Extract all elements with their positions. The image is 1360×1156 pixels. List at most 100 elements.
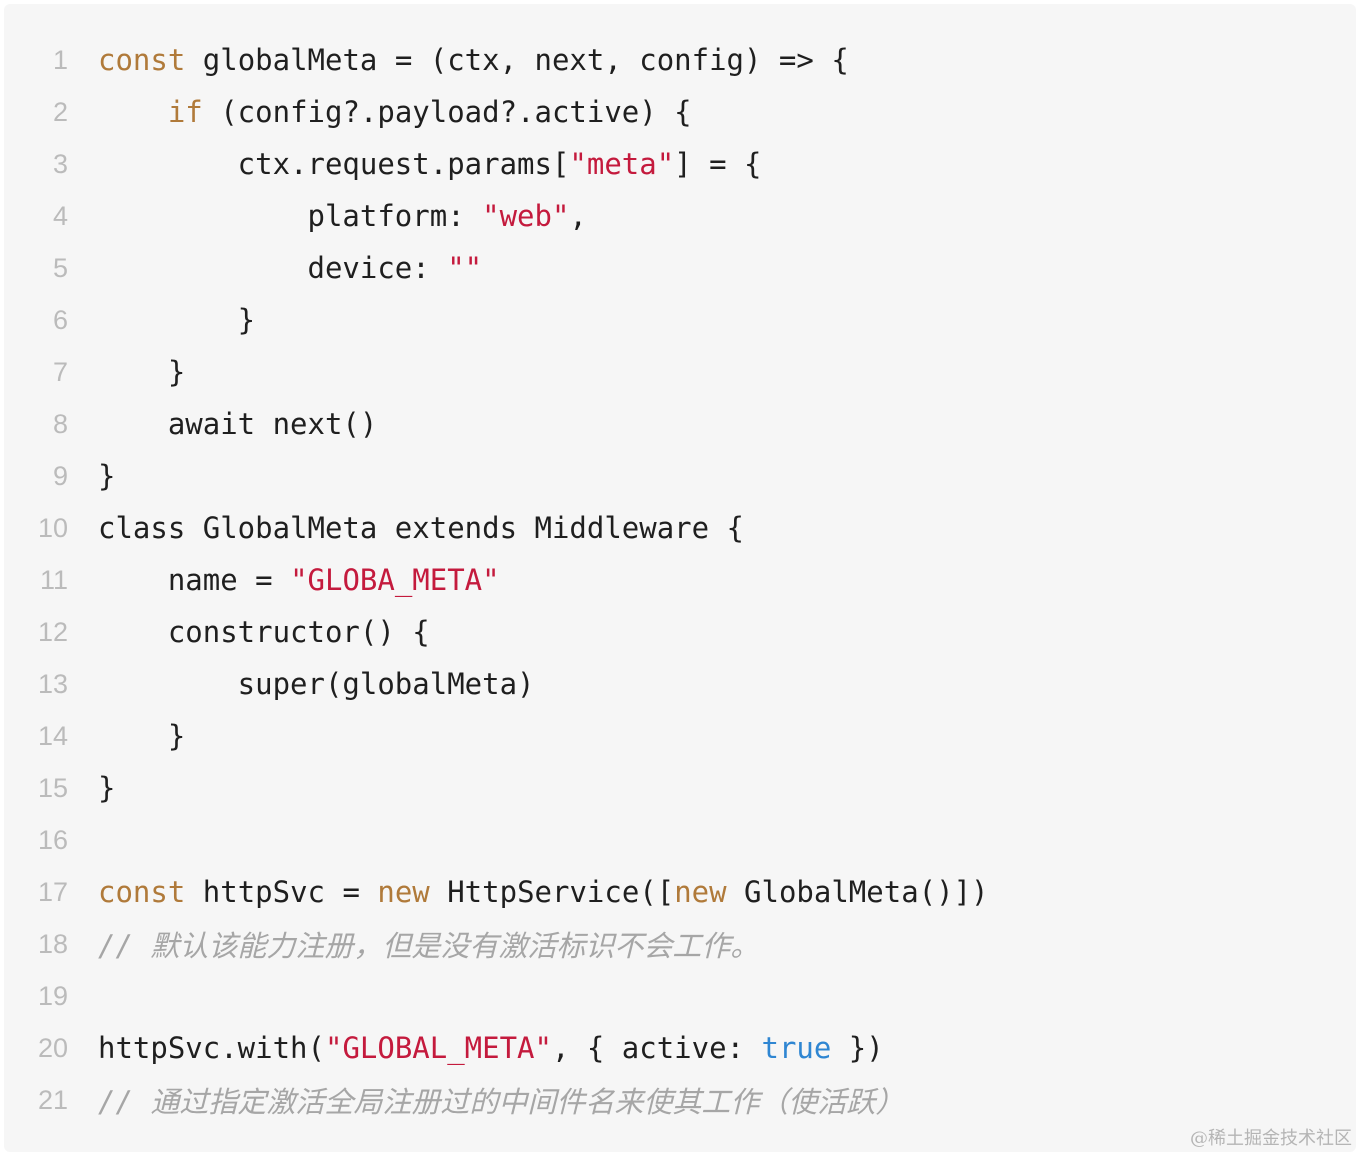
code-block: 1 const globalMeta = (ctx, next, config) … [4, 4, 1356, 1152]
keyword-token: const [98, 875, 186, 909]
line-code: // 默认该能力注册，但是没有激活标识不会工作。 [98, 923, 759, 965]
line-code: if (config?.payload?.active) { [98, 95, 692, 129]
code-line: 16 [4, 814, 1356, 866]
code-line: 12 constructor() { [4, 606, 1356, 658]
code-line: 11 name = "GLOBA_META" [4, 554, 1356, 606]
code-line: 10 class GlobalMeta extends Middleware { [4, 502, 1356, 554]
line-code: constructor() { [98, 615, 430, 649]
code-line: 6 } [4, 294, 1356, 346]
line-number: 9 [52, 460, 68, 491]
watermark: @稀土掘金技术社区 [1190, 1128, 1352, 1149]
code-line: 1 const globalMeta = (ctx, next, config) … [4, 34, 1356, 86]
line-number: 4 [52, 200, 68, 231]
line-number: 21 [37, 1084, 68, 1115]
line-number: 3 [52, 148, 68, 179]
line-code: super(globalMeta) [98, 667, 535, 701]
string-token: "web" [482, 199, 570, 233]
code-line: 4 platform: "web", [4, 190, 1356, 242]
line-code: ctx.request.params["meta"] = { [98, 147, 762, 181]
line-code: httpSvc.with("GLOBAL_META", { active: tr… [98, 1031, 884, 1065]
line-number: 14 [37, 720, 68, 751]
code-token: device: [98, 251, 448, 285]
line-code: } [98, 459, 115, 493]
line-code: device: "" [98, 251, 483, 285]
code-line: 15} [4, 762, 1356, 814]
code-token: HttpService([ [429, 875, 675, 909]
code-token: } [98, 771, 116, 805]
code-line: 14 } [4, 710, 1356, 762]
code-line: 19 [4, 970, 1356, 1022]
line-code: await next() [98, 407, 378, 441]
line-number: 15 [37, 772, 68, 803]
line-code: name = "GLOBA_META" [98, 563, 500, 597]
line-code: } [98, 303, 255, 337]
comment-token: // 通过指定激活全局注册过的中间件名来使其工作（使活跃） [98, 1085, 905, 1119]
line-number: 16 [37, 824, 68, 855]
code-token: httpSvc = [185, 875, 378, 909]
code-line: 8 await next() [4, 398, 1356, 450]
line-number: 1 [52, 44, 68, 75]
line-number: 10 [37, 512, 68, 543]
line-code: platform: "web", [98, 199, 587, 233]
code-line: 20 httpSvc.with("GLOBAL_META", { active: … [4, 1022, 1356, 1074]
code-line: 9} [4, 450, 1356, 502]
string-token: "meta" [569, 147, 675, 181]
code-line: 3 ctx.request.params["meta"] = { [4, 138, 1356, 190]
keyword-token: const [98, 43, 186, 77]
code-line: 5 device: "" [4, 242, 1356, 294]
code-token: }) [831, 1031, 884, 1065]
keyword-token: if [167, 95, 203, 129]
code-token: } [98, 303, 256, 337]
code-line: 13 super(globalMeta) [4, 658, 1356, 710]
code-token: class GlobalMeta extends Middleware { [98, 511, 745, 545]
string-token: "GLOBAL_META" [324, 1031, 552, 1065]
line-code: } [98, 719, 185, 753]
line-number: 8 [52, 408, 68, 439]
code-line: 2 if (config?.payload?.active) { [4, 86, 1356, 138]
code-token: super(globalMeta) [98, 667, 535, 701]
code-token: GlobalMeta()]) [726, 875, 989, 909]
code-token: httpSvc.with( [98, 1031, 325, 1065]
boolean-token: true [761, 1031, 832, 1065]
code-token: ctx.request.params[ [98, 147, 570, 181]
line-number: 12 [37, 616, 68, 647]
code-line: 18 // 默认该能力注册，但是没有激活标识不会工作。 [4, 918, 1356, 970]
line-number: 20 [37, 1032, 68, 1063]
line-code: class GlobalMeta extends Middleware { [98, 511, 744, 545]
string-token: "GLOBA_META" [290, 563, 500, 597]
line-number: 19 [37, 980, 68, 1011]
line-number: 6 [52, 304, 68, 335]
code-token: } [98, 459, 116, 493]
code-token: globalMeta = (ctx, next, config) => { [185, 43, 849, 77]
code-token: constructor() { [98, 615, 430, 649]
line-code: const globalMeta = (ctx, next, config) =… [98, 43, 849, 77]
code-token: , { active: [551, 1031, 762, 1065]
code-line: 21 // 通过指定激活全局注册过的中间件名来使其工作（使活跃） [4, 1074, 1356, 1126]
keyword-token: new [377, 875, 430, 909]
code-line: 17 const httpSvc = new HttpService([new G… [4, 866, 1356, 918]
code-token: (config?.payload?.active) { [202, 95, 692, 129]
code-lines: 1 const globalMeta = (ctx, next, config) … [4, 34, 1356, 1126]
code-token: , [569, 199, 587, 233]
line-code: const httpSvc = new HttpService([new Glo… [98, 875, 989, 909]
code-token: } [98, 719, 186, 753]
code-token: name = [98, 563, 291, 597]
code-line: 7 } [4, 346, 1356, 398]
code-token: platform: [98, 199, 483, 233]
code-token: await next() [98, 407, 378, 441]
line-code: } [98, 355, 185, 389]
line-code: } [98, 771, 115, 805]
line-number: 18 [37, 928, 68, 959]
keyword-token: new [674, 875, 727, 909]
line-number: 11 [39, 564, 68, 595]
code-token [98, 95, 168, 129]
line-number: 2 [52, 96, 68, 127]
code-token: } [98, 355, 186, 389]
line-number: 17 [37, 876, 68, 907]
string-token: "" [447, 251, 483, 285]
code-token: ] = { [674, 147, 762, 181]
line-code: // 通过指定激活全局注册过的中间件名来使其工作（使活跃） [98, 1079, 904, 1121]
line-number: 13 [37, 668, 68, 699]
line-number: 7 [52, 356, 68, 387]
line-number: 5 [52, 252, 68, 283]
